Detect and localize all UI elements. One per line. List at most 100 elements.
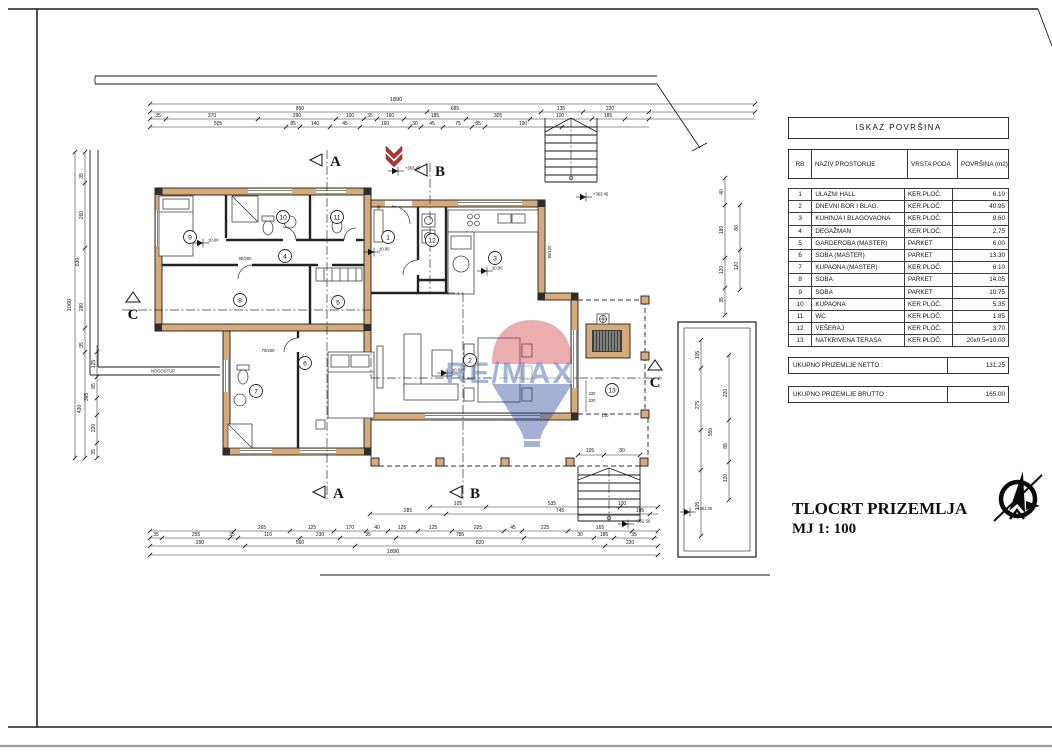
cell-vrsta: PARKET	[903, 285, 954, 299]
cell-vrsta: PARKET	[903, 273, 954, 287]
cell-rb: 4	[787, 224, 813, 238]
svg-text:11: 11	[333, 214, 340, 221]
cell-vrsta: PARKET	[903, 236, 954, 250]
svg-text:285: 285	[404, 508, 413, 514]
nogostup-label: NOGOSTUP	[151, 369, 175, 374]
svg-text:±0.00: ±0.00	[452, 368, 463, 373]
section-a-top: A	[330, 154, 341, 170]
cell-rb: 1	[787, 187, 813, 202]
svg-text:220: 220	[626, 540, 635, 546]
cell-povrsina: 20x0.5=10.00	[952, 334, 1009, 348]
svg-text:535: 535	[548, 501, 557, 507]
room-label-9: 9	[183, 230, 197, 244]
brutto-label: UKUPNO PRIZEMLJE BRUTTO :	[793, 391, 888, 399]
table-row: 12 VEŠERAJ KER.PLOČ. 3.70	[787, 322, 1009, 336]
svg-text:12: 12	[428, 237, 436, 244]
svg-text:220: 220	[91, 424, 97, 433]
cell-povrsina: 2.75	[952, 224, 1009, 238]
svg-text:45: 45	[429, 121, 435, 127]
cell-vrsta: KER.PLOČ.	[903, 224, 954, 238]
svg-text:70/200: 70/200	[262, 348, 275, 353]
cell-naziv: ULAZNI HALL	[811, 187, 905, 202]
cell-rb: 5	[787, 236, 813, 250]
svg-text:±0.00: ±0.00	[208, 238, 219, 243]
svg-text:35: 35	[153, 532, 159, 538]
svg-text:35: 35	[155, 113, 161, 119]
svg-text:45: 45	[510, 525, 516, 531]
section-b-bottom: B	[470, 486, 480, 502]
svg-text:255: 255	[192, 532, 201, 538]
section-b-top: B	[435, 164, 445, 180]
section-markers: A A B B C C	[125, 153, 663, 502]
table-row: 9 SOBA PARKET 10.75	[787, 285, 1009, 299]
svg-text:120: 120	[734, 262, 740, 271]
svg-text:105: 105	[695, 502, 701, 511]
cell-povrsina: 10.75	[952, 285, 1009, 299]
svg-text:290: 290	[196, 540, 205, 546]
svg-text:+363.45: +363.45	[593, 192, 609, 197]
cell-vrsta: KER.PLOČ.	[903, 212, 954, 226]
svg-text:185: 185	[604, 113, 613, 119]
cell-povrsina: 5.35	[952, 297, 1009, 311]
header-naziv: NAZIV PROSTORIJE	[811, 150, 907, 178]
svg-text:135: 135	[557, 106, 566, 112]
table-row: 13 NATKRIVENA TERASA KER.PLOČ. 20x0.5=10…	[787, 334, 1009, 348]
svg-text:10: 10	[279, 214, 287, 221]
svg-text:35: 35	[631, 532, 637, 538]
table-row: 10 KUPAONA KER.PLOČ. 5.35	[787, 297, 1009, 311]
terrace: 220 220 140 105 80	[370, 295, 650, 467]
cell-rb: 10	[787, 297, 813, 311]
svg-text:35: 35	[79, 173, 85, 179]
svg-text:260: 260	[79, 211, 85, 220]
dimension-chain-top: 1890 850 685 135 220 35 370 290 100 35 1…	[147, 97, 758, 130]
svg-text:110: 110	[264, 532, 272, 538]
svg-text:220: 220	[723, 389, 729, 398]
svg-text:9: 9	[188, 234, 192, 241]
cell-rb: 12	[787, 322, 813, 336]
dimension-chain-right: 40 180 120 35 80 120	[719, 175, 743, 318]
cell-vrsta: KER.PLOČ.	[903, 200, 954, 214]
cell-naziv: DEGAŽMAN	[811, 224, 905, 238]
svg-text:3: 3	[493, 255, 497, 262]
section-c-left: C	[128, 307, 139, 323]
area-statement: ISKAZ POVRŠINA RB NAZIV PROSTORIJE VRSTA…	[787, 117, 1009, 404]
cell-povrsina: 13.30	[952, 248, 1009, 263]
svg-text:1890: 1890	[390, 97, 402, 103]
svg-text:35: 35	[229, 532, 235, 538]
cell-vrsta: KER.PLOČ.	[903, 322, 954, 336]
cell-naziv: KUPAONA	[811, 297, 905, 311]
svg-text:220: 220	[589, 398, 597, 403]
cell-vrsta: KER.PLOČ.	[903, 187, 954, 202]
svg-text:120: 120	[723, 474, 729, 483]
cell-rb: 13	[787, 334, 813, 348]
cell-rb: 7	[787, 261, 813, 275]
cell-vrsta: KER.PLOČ.	[903, 261, 954, 275]
table-header: RB NAZIV PROSTORIJE VRSTA PODA POVRŠINA …	[788, 149, 1009, 179]
cell-povrsina: 40.95	[952, 200, 1009, 214]
table-title: ISKAZ POVRŠINA	[788, 117, 1009, 139]
svg-text:125: 125	[398, 525, 407, 531]
svg-text:1890: 1890	[387, 549, 399, 555]
dimension-chain-left: 1060 35 260 630 280 35 125 85 395 430 22…	[67, 149, 100, 461]
parcel-strip: 105 275 550 105 220 85 120 +361.00	[677, 321, 757, 558]
cell-vrsta: KER.PLOČ.	[903, 334, 954, 348]
svg-text:225: 225	[474, 525, 483, 531]
cell-naziv: WC	[811, 309, 905, 324]
svg-text:45: 45	[342, 121, 348, 127]
room-labels: 1 2 3 4 5 6 7 8 9 10 11 12 13	[183, 210, 619, 398]
stairs-top-right	[544, 117, 598, 183]
table-row: 2 DNEVNI BOR I BLAG. KER.PLOČ. 40.95	[787, 200, 1009, 214]
svg-text:100: 100	[618, 501, 627, 507]
room-label-10: 10	[276, 210, 290, 224]
svg-text:35: 35	[367, 113, 373, 119]
svg-text:85: 85	[723, 443, 729, 449]
svg-text:165: 165	[596, 525, 605, 531]
area-table: 1 ULAZNI HALL KER.PLOČ. 6.10 2 DNEVNI BO…	[787, 187, 1009, 348]
remax-watermark: RE/MAX	[446, 320, 572, 447]
elevation-marks: +363.45 +363.45 +362.50 ±0.00 ±0.00 ±0.0…	[192, 166, 651, 529]
room-label-3: 3	[488, 251, 502, 265]
svg-text:100: 100	[556, 113, 565, 119]
svg-text:170: 170	[346, 525, 355, 531]
svg-text:160: 160	[381, 121, 390, 127]
